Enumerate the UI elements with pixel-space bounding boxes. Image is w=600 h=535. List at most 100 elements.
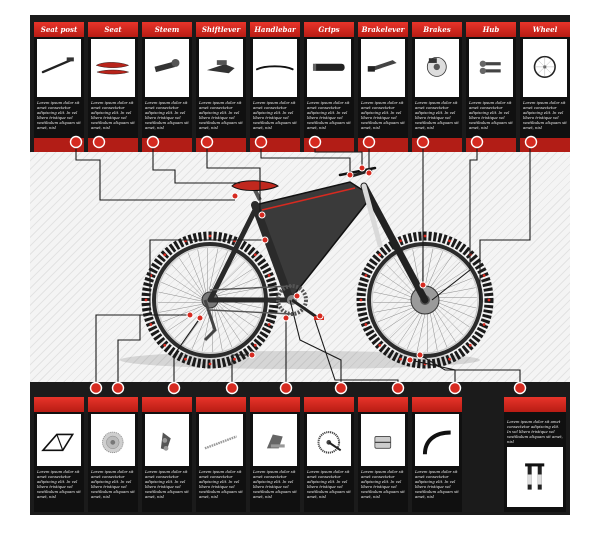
part-picture [37,39,81,97]
part-picture [523,39,567,97]
part-card-cassette: Lorem ipsum dolor sit amet consectetur a… [88,397,138,512]
callout-joint [406,356,414,364]
callout-joint [358,164,366,172]
part-title: Steem [142,22,192,37]
callout-dot-seat-post [69,135,83,149]
wheel-icon [533,55,557,78]
part-card-frame: Lorem ipsum dolor sit amet consectetur a… [34,397,84,512]
part-description: Lorem ipsum dolor sit amet consectetur a… [415,469,459,499]
part-description: Lorem ipsum dolor sit amet consectetur a… [361,469,405,499]
part-card-front-derailleur: Lorem ipsum dolor sit amet consectetur a… [250,397,300,512]
callout-joint [419,281,427,289]
chain-icon [204,434,238,450]
part-picture [469,39,513,97]
part-picture [415,414,459,466]
callout-joint [282,314,290,322]
callout-dot-suspension-fork [513,381,527,395]
part-description: Lorem ipsum dolor sit amet consectetur a… [361,100,405,130]
rear-derailleur-icon [161,432,171,451]
part-card-suspension-fork: Lorem ipsum dolor sit amet consectetur a… [504,397,566,512]
tire-icon [423,430,451,454]
part-description: Lorem ipsum dolor sit amet consectetur a… [199,469,243,499]
part-description: Lorem ipsum dolor sit amet consectetur a… [523,100,567,130]
callout-joint [316,312,324,320]
callout-dot-wheel [524,135,538,149]
part-picture [307,414,351,466]
callout-joint [258,211,266,219]
part-card-pedals: Lorem ipsum dolor sit amet consectetur a… [358,397,408,512]
part-description: Lorem ipsum dolor sit amet consectetur a… [145,100,189,130]
part-title: Wheel [520,22,570,37]
frame-icon [41,433,75,451]
brakelever-icon [367,60,397,72]
callout-dot-front-derailleur [279,381,293,395]
part-picture [415,39,459,97]
part-title: Brakes [412,22,462,37]
callout-dot-handlebar [254,135,268,149]
stem-icon [154,58,180,73]
callout-dot-tire [448,381,462,395]
hub-icon [479,60,501,74]
part-title [250,397,300,412]
part-title: Shiftlever [196,22,246,37]
part-title: Brakelever [358,22,408,37]
part-title [304,397,354,412]
chainwheel-icon [317,430,342,454]
callout-joint [248,351,256,359]
callout-dot-hub [470,135,484,149]
part-description: Lorem ipsum dolor sit amet consectetur a… [253,469,297,499]
part-title [504,397,566,412]
part-description: Lorem ipsum dolor sit amet consectetur a… [37,469,81,499]
part-picture [145,39,189,97]
part-picture [199,414,243,466]
part-title: Seat [88,22,138,37]
seat-post-icon [41,57,75,74]
callout-dot-pedals [391,381,405,395]
callout-dot-brakes [416,135,430,149]
callout-dot-cassette [111,381,125,395]
callout-dot-grips [308,135,322,149]
brakes-icon [427,56,447,77]
part-description: Lorem ipsum dolor sit amet consectetur a… [199,100,243,130]
callout-dot-frame [89,381,103,395]
part-title [358,397,408,412]
callout-dot-brakelever [362,135,376,149]
callout-joint [365,169,373,177]
part-description: Lorem ipsum dolor sit amet consectetur a… [91,100,135,130]
part-picture [37,414,81,466]
shiftlever-icon [207,60,235,74]
part-card-chainwheel: Lorem ipsum dolor sit amet consectetur a… [304,397,354,512]
callout-dot-seat [92,135,106,149]
part-title [142,397,192,412]
suspension-fork-icon [524,463,545,490]
grips-icon [313,63,345,71]
cassette-icon [102,431,124,453]
part-picture [253,414,297,466]
part-title: Hub [466,22,516,37]
callout-joint [261,236,269,244]
bike-frame [207,166,429,304]
part-title: Seat post [34,22,84,37]
part-title: Handlebar [250,22,300,37]
drivetrain [203,284,324,342]
part-picture [145,414,189,466]
callout-dot-chainwheel [334,381,348,395]
handlebar-icon [256,65,294,71]
part-picture [199,39,243,97]
callout-dot-stem [146,135,160,149]
callout-joint [346,171,354,179]
callout-joint [293,292,301,300]
callout-dot-shiftlever [200,135,214,149]
part-card-tire: Lorem ipsum dolor sit amet consectetur a… [412,397,462,512]
part-title [412,397,462,412]
part-description: Lorem ipsum dolor sit amet consectetur a… [415,100,459,130]
